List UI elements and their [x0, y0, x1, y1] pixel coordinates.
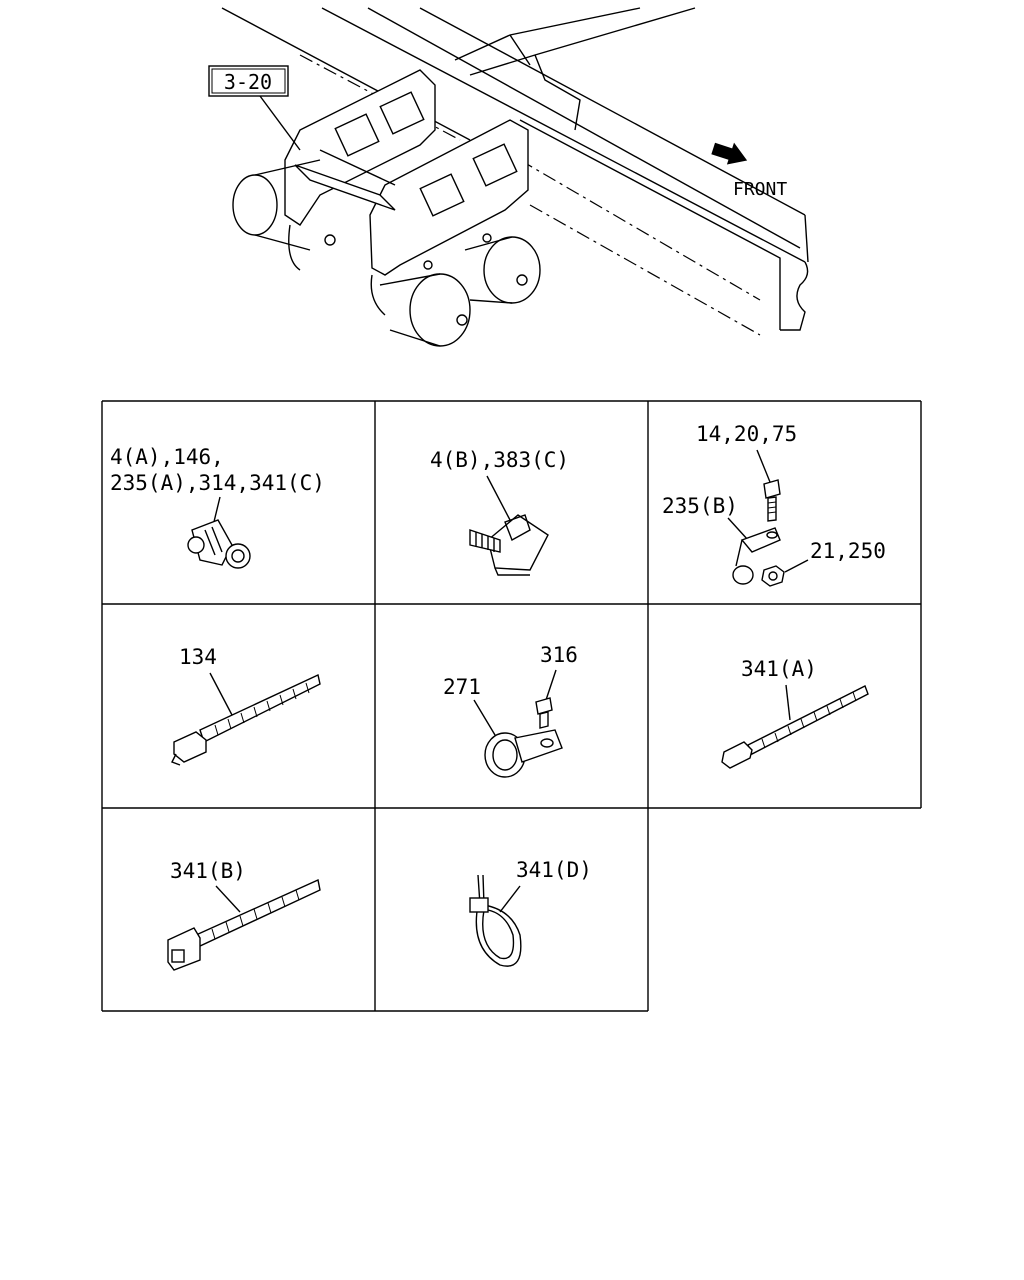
cell-cable-tie-134: 134	[171, 645, 321, 766]
screw-316-icon	[535, 697, 553, 729]
cell-cable-tie-341b: 341(B)	[167, 859, 321, 971]
callout-341b: 341(B)	[170, 859, 246, 883]
assembly-ref-box: 3-20	[208, 65, 301, 151]
front-label: FRONT	[733, 179, 787, 200]
callout-21-250: 21,250	[810, 539, 886, 563]
callout-316: 316	[540, 643, 578, 667]
callout-235b: 235(B)	[662, 494, 738, 518]
cell-p-clamp-bolt: 316 271	[443, 643, 578, 778]
callout-235a-314-341c: 235(A),314,341(C)	[110, 471, 325, 495]
assembly-illustration: 3-20 FRONT	[208, 7, 809, 347]
edge-clip-icon	[469, 514, 549, 576]
harness-clip-icon	[187, 519, 251, 569]
centerline-2	[519, 159, 761, 301]
front-arrow-icon	[711, 142, 748, 165]
callout-134: 134	[179, 645, 217, 669]
assembly-ref-leader	[259, 95, 301, 151]
centerline-3	[529, 204, 761, 336]
callout-4b-383c: 4(B),383(C)	[430, 448, 569, 472]
mounting-bracket	[284, 69, 529, 276]
loop-tie-341d-icon	[469, 874, 522, 967]
parts-grid: 4(A),146, 235(A),314,341(C) 4(B),383(C)	[101, 400, 922, 1012]
cable-tie-341a-icon	[721, 685, 869, 769]
nut-icon	[761, 565, 785, 587]
callout-341a: 341(A)	[741, 657, 817, 681]
bracket-icon	[732, 527, 781, 585]
air-tanks	[232, 159, 541, 347]
cell-bracket-bolt-nut: 14,20,75 235(B) 21,250	[662, 422, 886, 587]
cable-tie-341b-icon	[167, 879, 321, 971]
cell-loop-tie-341d: 341(D)	[469, 858, 592, 967]
frame-rail	[221, 7, 809, 331]
callout-341d: 341(D)	[516, 858, 592, 882]
cell-harness-clip: 4(A),146, 235(A),314,341(C)	[110, 445, 325, 569]
callout-14-20-75: 14,20,75	[696, 422, 797, 446]
assembly-ref-label: 3-20	[224, 70, 272, 94]
cable-tie-134-icon	[171, 673, 321, 766]
p-clamp-271-icon	[484, 729, 563, 778]
callout-4a-146: 4(A),146,	[110, 445, 224, 469]
cell-edge-clip: 4(B),383(C)	[430, 448, 569, 576]
cell-cable-tie-341a: 341(A)	[721, 657, 869, 769]
front-direction: FRONT	[711, 142, 787, 200]
bolt-icon	[763, 479, 781, 522]
callout-271: 271	[443, 675, 481, 699]
